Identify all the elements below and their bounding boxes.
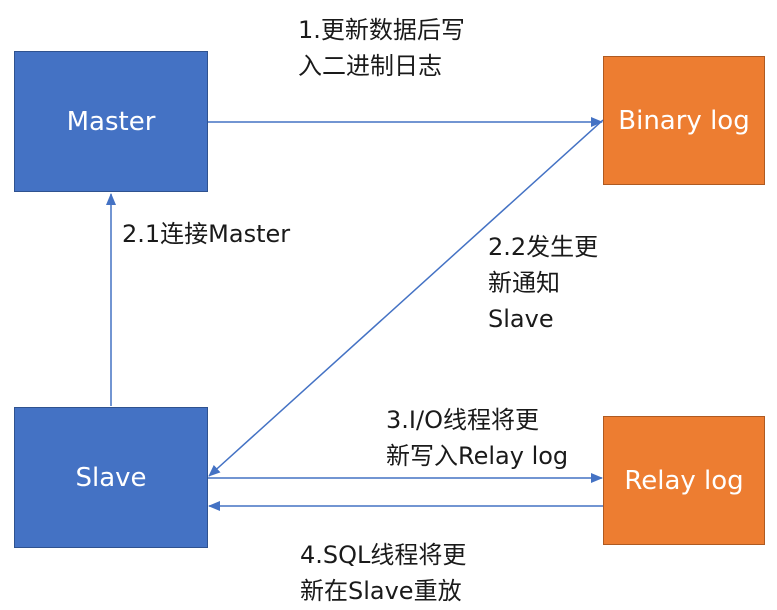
slave-node: Slave [14,407,208,548]
master-node: Master [14,51,208,192]
relay-log-node: Relay log [603,416,765,545]
arrow-binlog-to-slave [208,119,604,477]
slave-label: Slave [75,462,147,493]
edge-label-step4: 4.SQL线程将更 新在Slave重放 [300,541,467,605]
edge-label-step1: 1.更新数据后写 入二进制日志 [298,16,465,80]
edge-label-step2-1: 2.1连接Master [122,220,291,248]
master-label: Master [66,106,156,137]
edge-label-step2-2: 2.2发生更 新通知 Slave [488,233,599,333]
binary-log-node: Binary log [603,56,765,185]
edge-label-step3: 3.I/O线程将更 新写入Relay log [386,406,569,470]
binary-log-label: Binary log [618,105,750,136]
relay-log-label: Relay log [624,465,744,496]
